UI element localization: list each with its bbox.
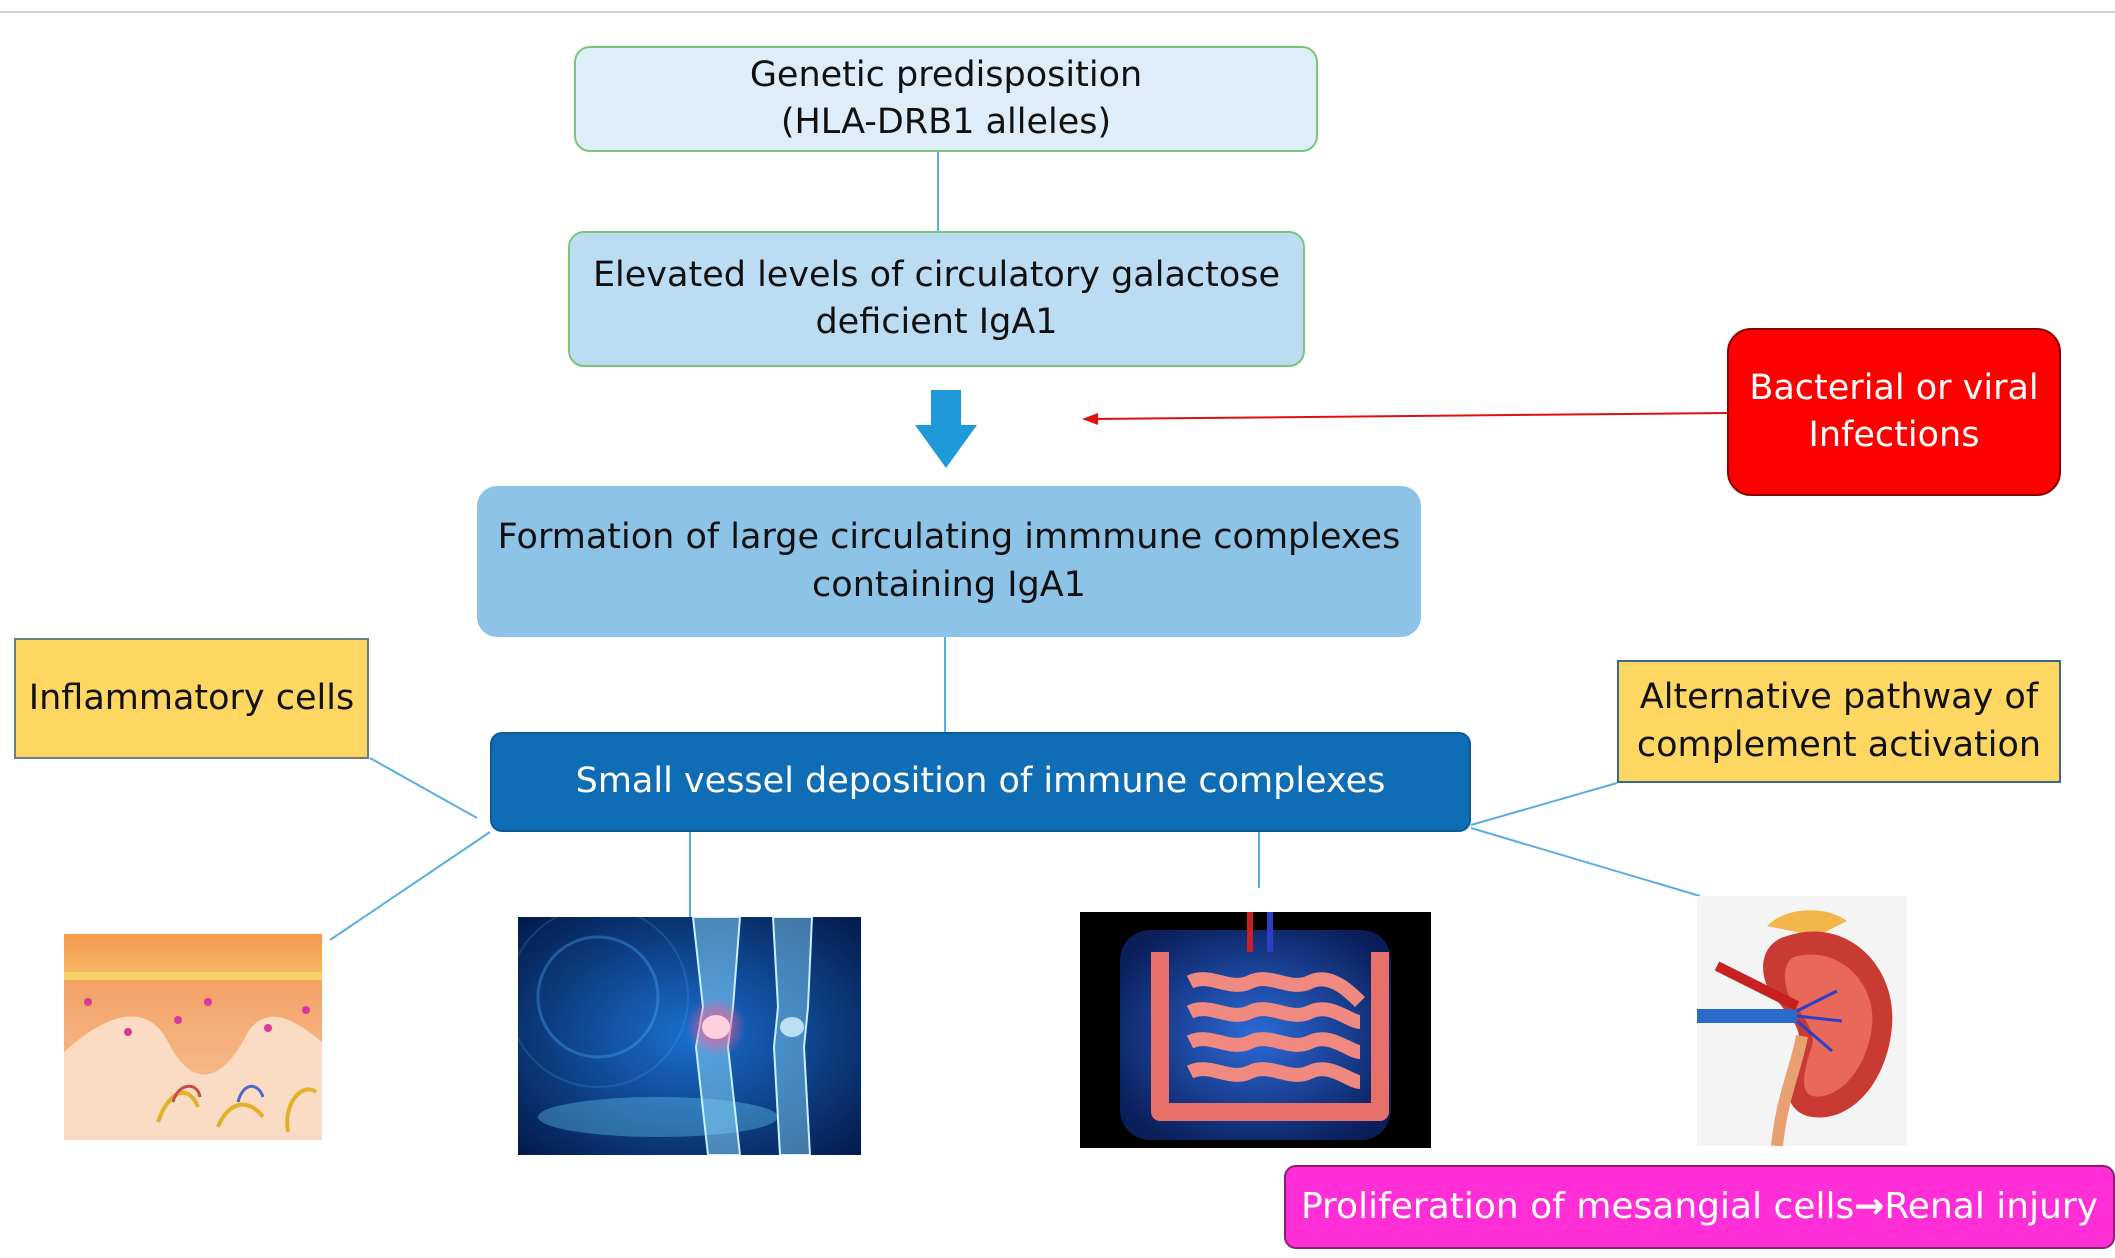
- formation-line2: containing IgA1: [812, 564, 1086, 605]
- alternative-line2: complement activation: [1636, 724, 2042, 765]
- top-divider: [0, 11, 2115, 13]
- connector-kidney: [1470, 827, 1701, 897]
- bacterial-line2: Infections: [1808, 415, 1980, 455]
- prolif-arrow-icon: →: [1854, 1185, 1885, 1227]
- infection-arrow-head: [1082, 413, 1098, 425]
- elevated-iga1-box: Elevated levels of circulatory galactose…: [568, 231, 1305, 367]
- prolif-text: Proliferation of mesangial cells: [1300, 1185, 1855, 1227]
- inflammatory-line1: Inflammatory cells: [28, 677, 355, 718]
- skin-illustration: [64, 934, 322, 1140]
- knee-joint-illustration: [518, 917, 861, 1155]
- kidney-illustration: [1697, 896, 1907, 1146]
- connector-inflammatory: [369, 757, 478, 819]
- alternative-pathway-box: Alternative pathway of complement activa…: [1617, 660, 2061, 783]
- connector-skin: [329, 831, 491, 941]
- alternative-line1: Alternative pathway of: [1639, 677, 2039, 718]
- genetic-line1: Genetic predisposition: [749, 54, 1143, 95]
- genetic-line2: (HLA-DRB1 alleles): [780, 102, 1112, 142]
- elevated-line2: deficient IgA1: [815, 302, 1058, 342]
- prolif-text2: Renal injury: [1884, 1185, 2099, 1227]
- genetic-predisposition-box: Genetic predisposition (HLA-DRB1 alleles…: [574, 46, 1318, 152]
- bacterial-viral-infection-box: Bacterial or viral Infections: [1727, 328, 2061, 496]
- elevated-line1: Elevated levels of circulatory galactose: [592, 254, 1281, 295]
- intestine-illustration: [1080, 912, 1431, 1148]
- infection-arrow-line: [1094, 412, 1728, 420]
- small-vessel-line1: Small vessel deposition of immune comple…: [575, 761, 1386, 802]
- bacterial-line1: Bacterial or viral: [1749, 367, 2039, 408]
- inflammatory-cells-box: Inflammatory cells: [14, 638, 369, 759]
- connector-alternative: [1470, 782, 1618, 826]
- down-arrow: [915, 390, 977, 468]
- renal-injury-box: Proliferation of mesangial cells→Renal i…: [1284, 1165, 2115, 1249]
- formation-line1: Formation of large circulating immmune c…: [497, 517, 1401, 558]
- immune-complex-formation-box: Formation of large circulating immmune c…: [477, 486, 1421, 637]
- small-vessel-deposition-box: Small vessel deposition of immune comple…: [490, 732, 1471, 832]
